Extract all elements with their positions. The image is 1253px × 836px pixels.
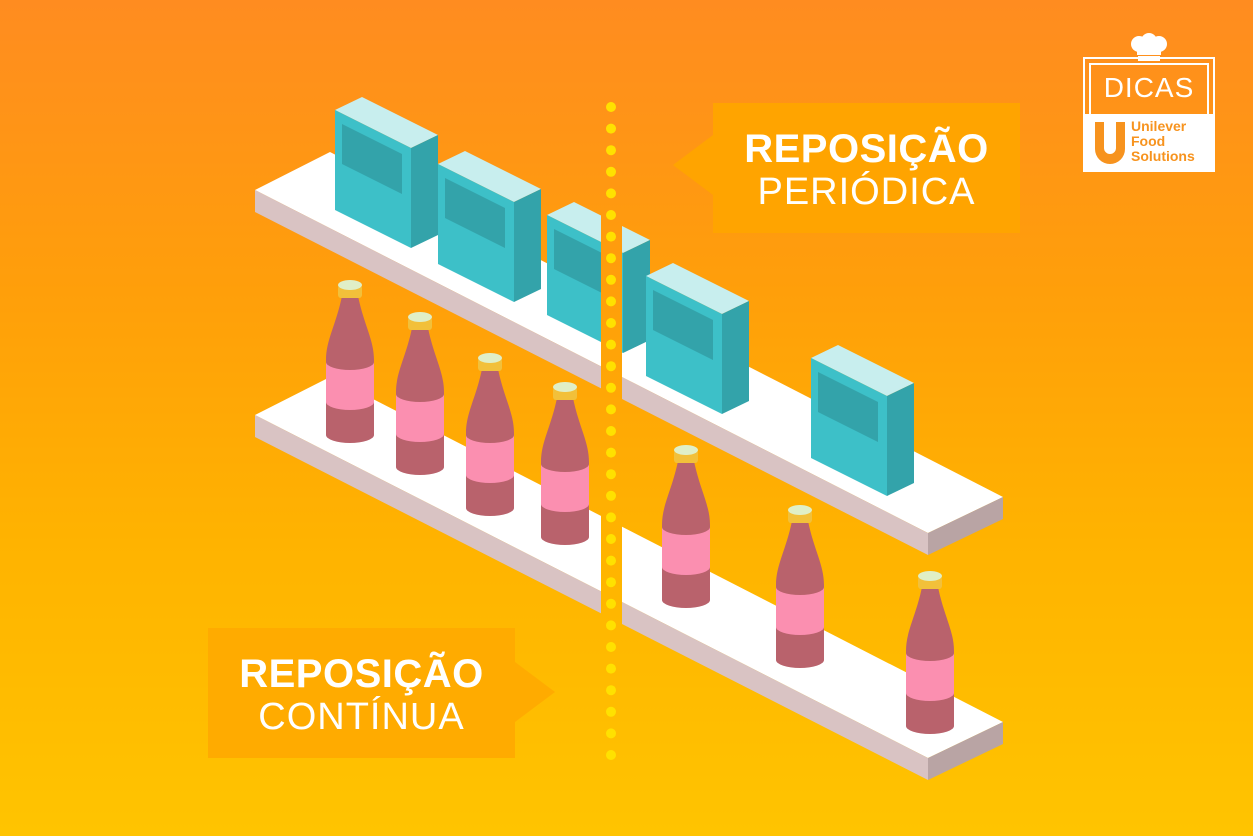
sauce-bottle xyxy=(906,571,954,734)
divider-dot xyxy=(606,620,616,631)
bottle-cap-top xyxy=(553,382,577,392)
divider-dot xyxy=(606,102,616,112)
bottle-label xyxy=(906,653,954,701)
divider-dot xyxy=(606,231,616,242)
bottle-label xyxy=(326,362,374,410)
divider-dot xyxy=(606,145,616,156)
logo-frame xyxy=(1083,57,1215,114)
sauce-bottle xyxy=(466,353,514,516)
cereal-box xyxy=(335,97,438,248)
shelf-side-edge xyxy=(928,497,1003,555)
continuous-label-pointer xyxy=(515,662,555,722)
logo-title: DICAS xyxy=(1103,72,1195,103)
divider-dot xyxy=(606,706,616,717)
sauce-bottle xyxy=(326,280,374,443)
dicas-ufs-logo: DICAS Unilever Food Solutions xyxy=(1083,33,1215,172)
bottle-cap-top xyxy=(788,505,812,515)
logo-brand-panel: Unilever Food Solutions xyxy=(1083,114,1215,172)
divider-dot xyxy=(606,123,616,134)
box-side xyxy=(623,240,650,353)
divider-dot xyxy=(606,642,616,652)
divider-dot xyxy=(606,210,616,220)
divider-dot xyxy=(606,490,616,501)
divider-dot xyxy=(606,426,616,436)
bottle-cap-top xyxy=(338,280,362,290)
periodic-label-line1: REPOSIÇÃO xyxy=(744,127,989,171)
box-panel xyxy=(342,124,402,194)
divider-dot xyxy=(606,188,616,199)
box-panel xyxy=(554,229,614,299)
shelf-side-edge xyxy=(928,722,1003,780)
bottle-label xyxy=(466,435,514,483)
divider-dot xyxy=(606,534,616,544)
divider-dot xyxy=(606,512,616,523)
continuous-label-line2: CONTÍNUA xyxy=(258,696,465,738)
divider-dot xyxy=(606,685,616,696)
divider-dot xyxy=(606,296,616,307)
box-top xyxy=(811,345,914,396)
divider-dot xyxy=(606,339,616,350)
continuous-label-line1: REPOSIÇÃO xyxy=(239,652,484,696)
sauce-bottle xyxy=(662,445,710,608)
bottle-label xyxy=(776,587,824,635)
divider-dot xyxy=(606,253,616,264)
periodic-label-pointer xyxy=(673,135,713,195)
divider-dot xyxy=(606,598,616,609)
cereal-box xyxy=(438,151,541,302)
divider-dot xyxy=(606,318,616,328)
box-top xyxy=(646,263,749,314)
bottle-cap-top xyxy=(478,353,502,363)
divider-dot xyxy=(606,447,616,458)
box-top xyxy=(335,97,438,148)
box-panel xyxy=(445,178,505,248)
divider-dot xyxy=(606,577,616,588)
box-top xyxy=(438,151,541,202)
brand-line-3: Solutions xyxy=(1131,148,1195,164)
divider-dot xyxy=(606,728,616,739)
box-panel xyxy=(818,372,878,442)
box-side xyxy=(722,301,749,414)
periodic-label-line2: PERIÓDICA xyxy=(757,171,976,213)
bottle-label xyxy=(662,527,710,575)
box-side xyxy=(514,189,541,302)
divider-dot xyxy=(606,166,616,177)
shelf-front-edge xyxy=(255,190,928,555)
box-side xyxy=(887,383,914,496)
bottle-label xyxy=(541,464,589,512)
divider-gap xyxy=(601,0,622,836)
logo-frame-inner xyxy=(1089,63,1209,114)
divider-dot xyxy=(606,750,616,760)
box-side xyxy=(411,135,438,248)
divider-dot xyxy=(606,382,616,393)
brand-line-2: Food xyxy=(1131,133,1166,149)
cereal-box xyxy=(811,345,914,496)
divider-dot xyxy=(606,404,616,415)
periodic-replenishment-label: REPOSIÇÃO PERIÓDICA xyxy=(713,103,1020,233)
sauce-bottle xyxy=(541,382,589,545)
cereal-box xyxy=(547,202,650,353)
divider-dot xyxy=(606,469,616,480)
continuous-replenishment-label: REPOSIÇÃO CONTÍNUA xyxy=(208,628,515,758)
sauce-bottle xyxy=(396,312,444,475)
bottle-cap-top xyxy=(674,445,698,455)
box-panel xyxy=(653,290,713,360)
sauce-bottle xyxy=(776,505,824,668)
shelf-front-edge xyxy=(255,415,928,780)
divider-dot xyxy=(606,274,616,285)
bottle-label xyxy=(396,394,444,442)
divider-dot xyxy=(606,361,616,372)
brand-line-1: Unilever xyxy=(1131,118,1187,134)
box-top xyxy=(547,202,650,253)
divider-dot xyxy=(606,663,616,674)
divider-dot xyxy=(606,555,616,566)
cereal-box xyxy=(646,263,749,414)
unilever-u-icon xyxy=(1095,122,1125,164)
bottle-cap-top xyxy=(408,312,432,322)
bottle-cap-top xyxy=(918,571,942,581)
logo-brand-text: Unilever Food Solutions xyxy=(1131,119,1195,164)
